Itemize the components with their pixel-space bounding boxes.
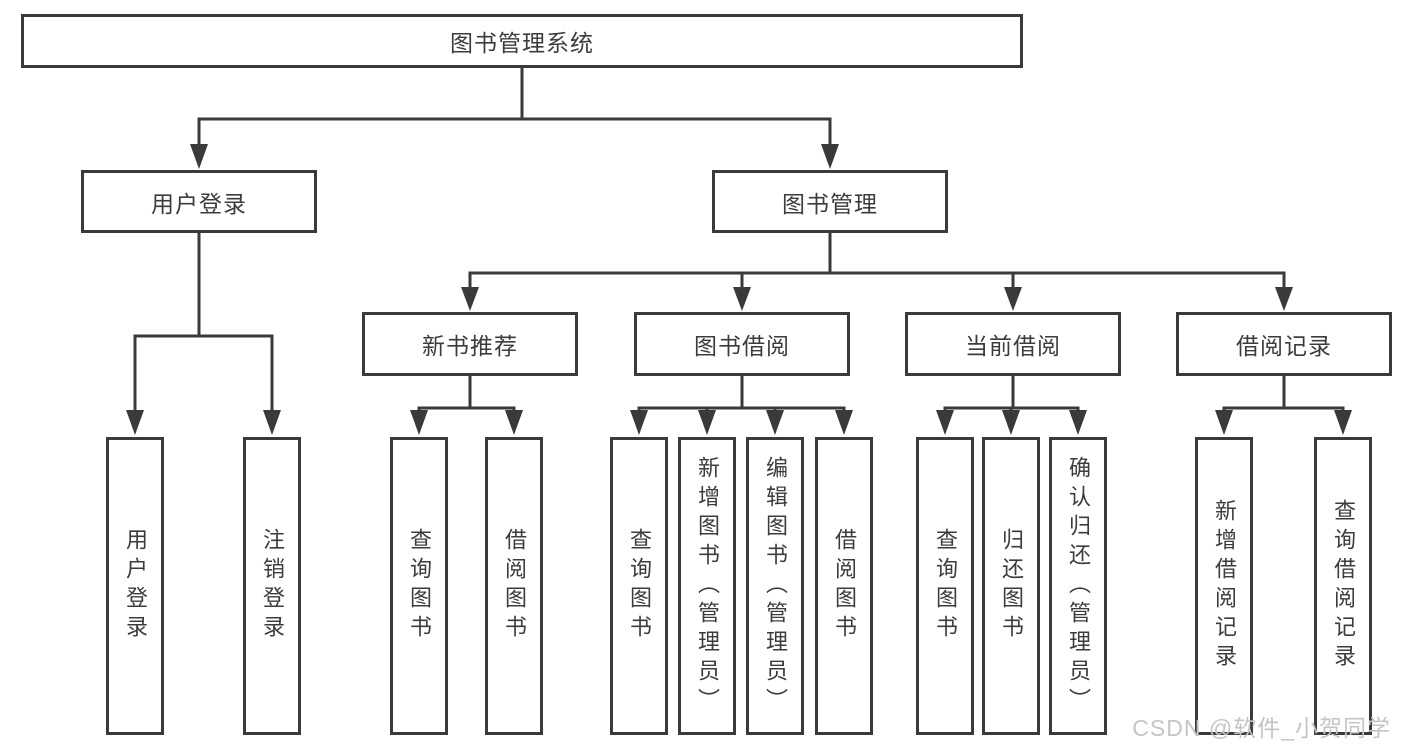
leaf-add-borrow-record: 新增借阅记录 (1195, 437, 1253, 735)
leaf-query-borrow-record: 查询借阅记录 (1314, 437, 1372, 735)
node-new-book-recommend: 新书推荐 (362, 312, 578, 376)
node-library-management-system: 图书管理系统 (21, 14, 1023, 68)
node-user-login: 用户登录 (81, 170, 317, 233)
leaf-borrow-books-recommend: 借阅图书 (485, 437, 543, 735)
leaf-query-books-current: 查询图书 (916, 437, 974, 735)
leaf-query-books-borrow: 查询图书 (610, 437, 668, 735)
node-current-borrow: 当前借阅 (905, 312, 1121, 376)
leaf-borrow-book: 借阅图书 (815, 437, 873, 735)
leaf-confirm-return-admin: 确认归还（管理员） (1049, 437, 1107, 735)
leaf-user-login: 用户登录 (106, 437, 164, 735)
leaf-add-book-admin: 新增图书（管理员） (678, 437, 736, 735)
node-borrow-records: 借阅记录 (1176, 312, 1392, 376)
leaf-return-book: 归还图书 (982, 437, 1040, 735)
node-book-management: 图书管理 (712, 170, 948, 233)
leaf-logout: 注销登录 (243, 437, 301, 735)
node-book-borrow: 图书借阅 (634, 312, 850, 376)
leaf-query-books-recommend: 查询图书 (390, 437, 448, 735)
watermark: CSDN @软件_小贺同学 (1132, 715, 1391, 741)
leaf-edit-book-admin: 编辑图书（管理员） (746, 437, 804, 735)
